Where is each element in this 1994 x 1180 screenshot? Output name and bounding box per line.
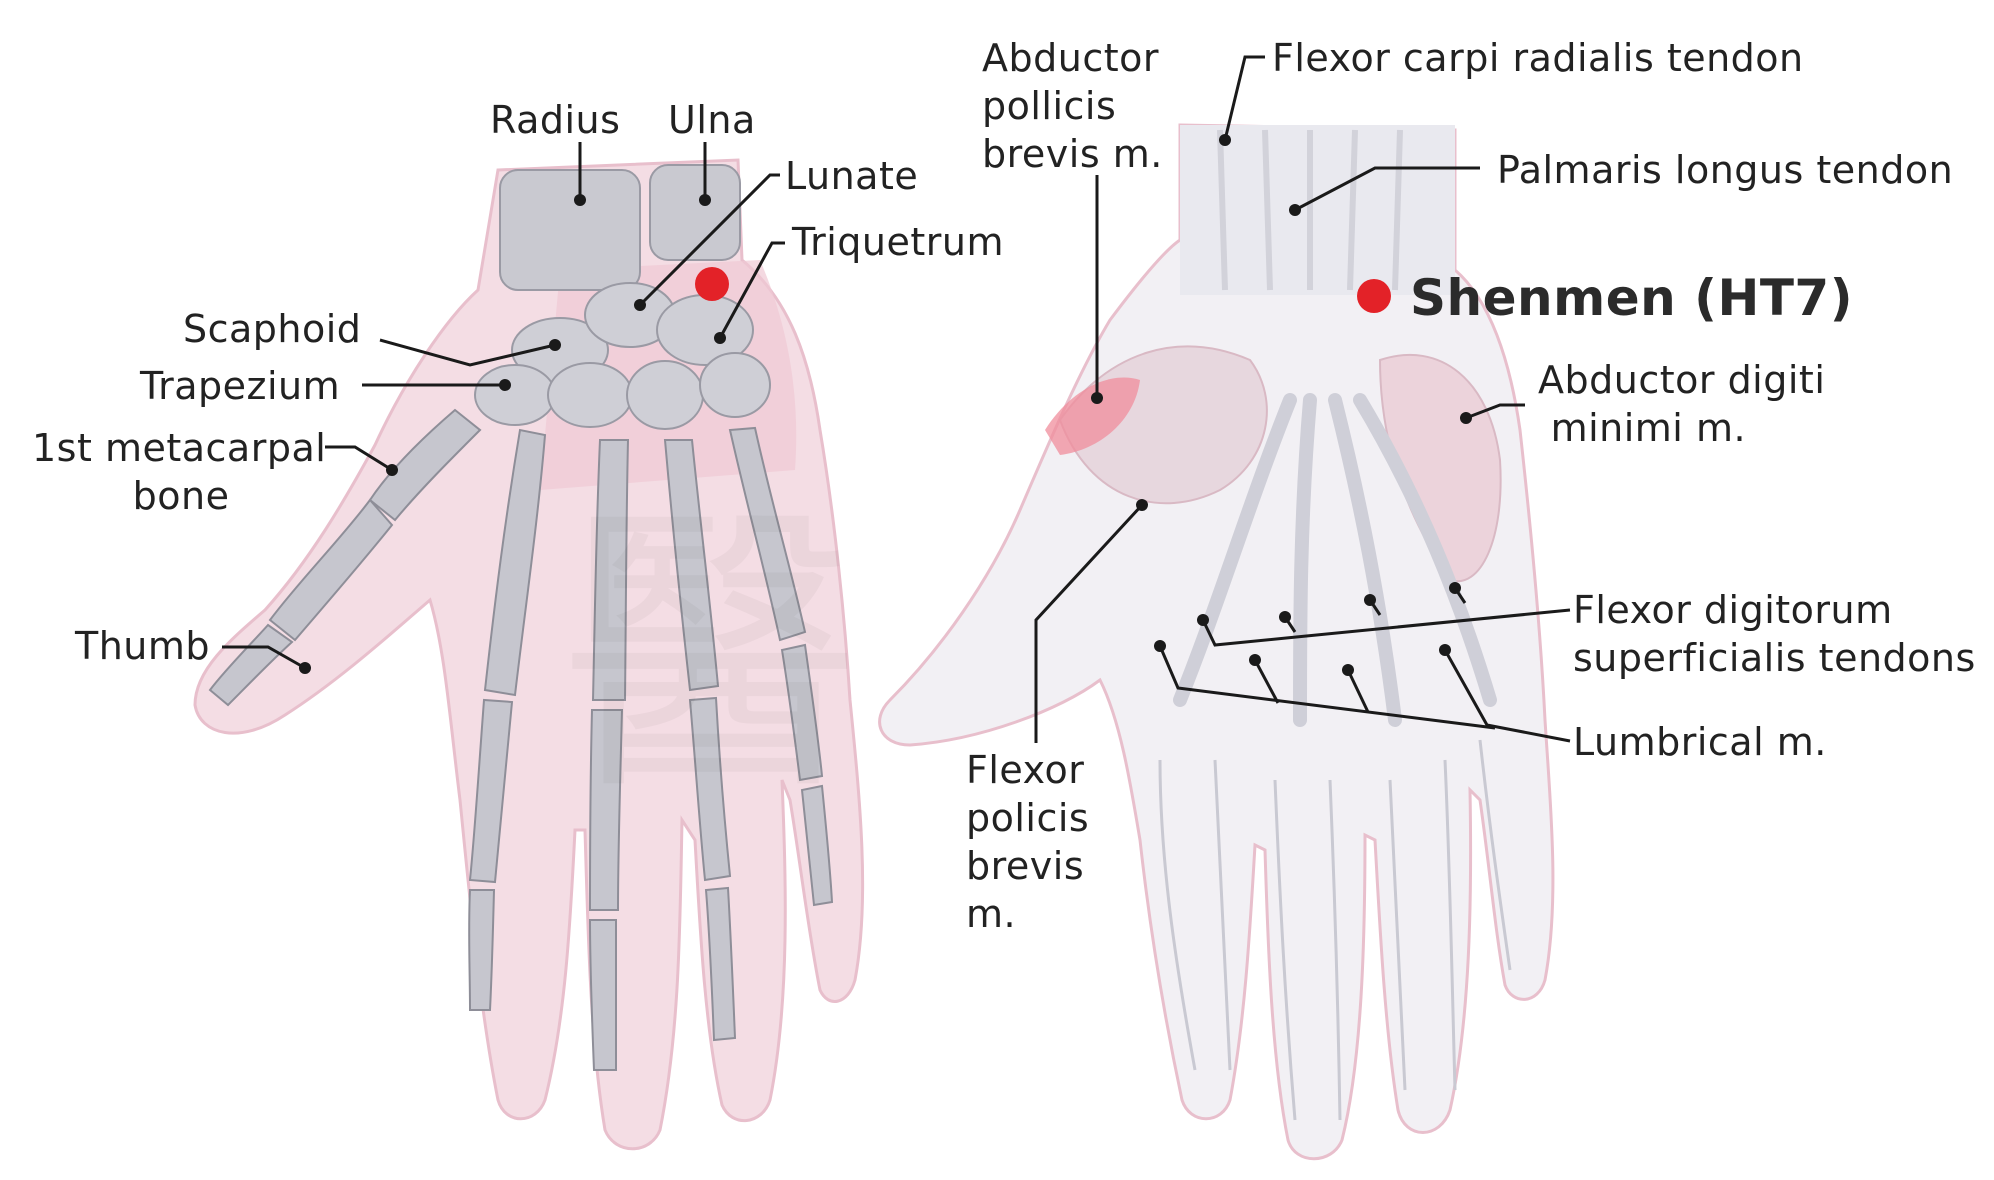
right-hand-illustration xyxy=(878,123,1555,1161)
label-abductor-pollicis-brevis: Abductor pollicis brevis m. xyxy=(982,36,1163,176)
lumbrical-leader-4 xyxy=(1346,669,1370,713)
leader-dots xyxy=(299,134,1472,676)
flexor-carpi-radialis-leader xyxy=(1223,55,1265,141)
scaphoid-leader xyxy=(379,338,556,367)
label-abductor-digiti-minimi: Abductor digiti minimi m. xyxy=(1538,358,1826,450)
flexor-digitorum-leader xyxy=(1201,608,1571,647)
label-trapezium: Trapezium xyxy=(140,364,341,408)
acupoint-marker-left xyxy=(695,267,729,301)
label-lunate: Lunate xyxy=(785,154,919,198)
triquetrum-leader xyxy=(718,241,785,339)
label-lumbrical: Lumbrical m. xyxy=(1573,720,1827,764)
shenmen-acupoint-marker xyxy=(1357,279,1391,313)
abductor-pollicis-highlight xyxy=(1045,377,1140,455)
abductor-digiti-minimi-leader xyxy=(1465,403,1525,420)
label-flexor-digitorum-superficialis: Flexor digitorum superficialis tendons xyxy=(1573,588,1976,680)
first-metacarpal-leader xyxy=(325,445,393,472)
label-radius: Radius xyxy=(490,98,621,142)
carpal-bones xyxy=(474,282,771,430)
label-flexor-pollicis-brevis: Flexor policis brevis m. xyxy=(966,748,1090,936)
finger-structures xyxy=(1158,739,1512,1121)
palmaris-longus-leader xyxy=(1294,166,1480,212)
flexor-tendons xyxy=(1173,393,1497,727)
finger-bones xyxy=(208,408,834,1071)
label-triquetrum: Triquetrum xyxy=(792,220,1005,264)
label-shenmen: Shenmen (HT7) xyxy=(1410,269,1854,327)
radius-bone xyxy=(499,169,641,291)
label-palmaris-longus: Palmaris longus tendon xyxy=(1497,148,1954,192)
flexor-pollicis-brevis-leader xyxy=(1034,503,1144,743)
lumbrical-leader-2 xyxy=(1158,645,1496,730)
wrist-tendon-lines xyxy=(1217,129,1403,291)
lumbrical-leader xyxy=(1443,649,1571,743)
label-first-metacarpal: 1st metacarpal bone xyxy=(32,426,327,518)
leader-lines xyxy=(222,55,1571,743)
label-scaphoid: Scaphoid xyxy=(183,307,362,351)
watermark: 醫 xyxy=(560,482,860,831)
label-flexor-carpi-radialis: Flexor carpi radialis tendon xyxy=(1272,36,1804,80)
lunate-leader xyxy=(638,173,780,307)
label-thumb: Thumb xyxy=(75,624,211,668)
label-ulna: Ulna xyxy=(668,98,756,142)
ulna-bone xyxy=(649,164,741,261)
lumbrical-leader-3 xyxy=(1253,659,1280,704)
left-hand-illustration xyxy=(193,158,865,1151)
thumb-leader xyxy=(222,645,306,670)
